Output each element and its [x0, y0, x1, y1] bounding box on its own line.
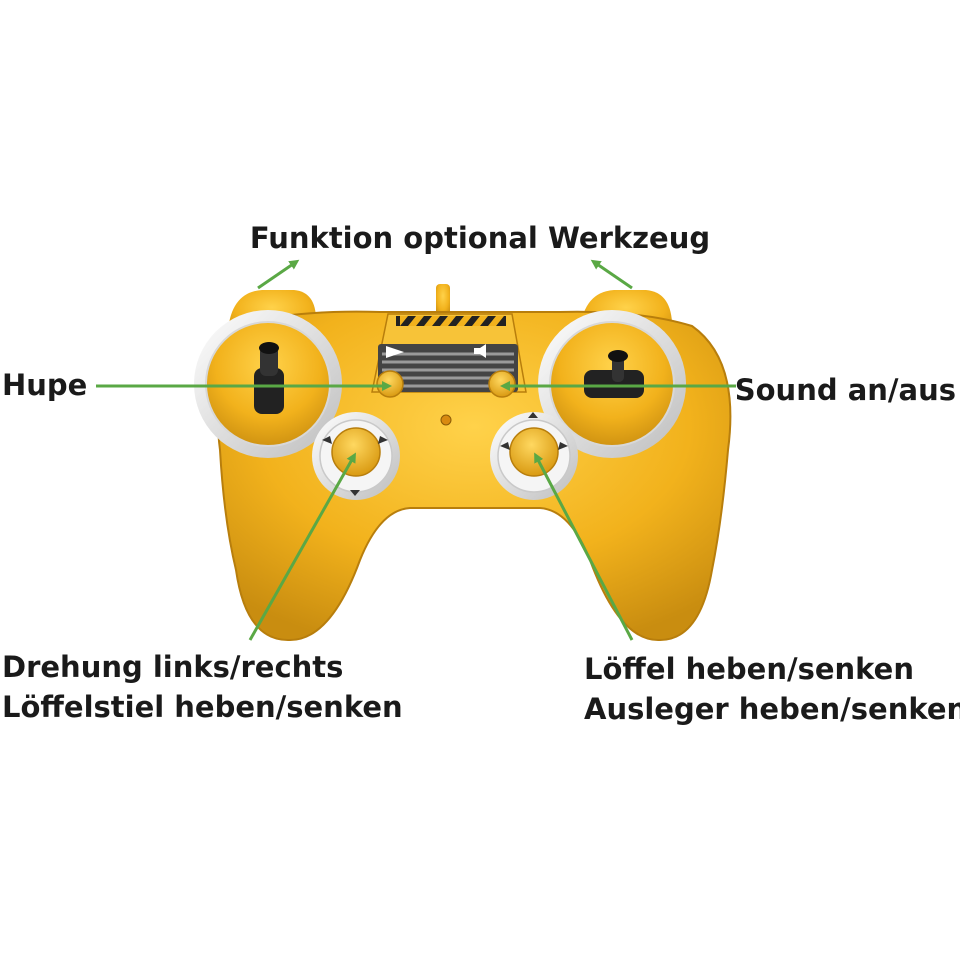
right-knob-icons: [500, 412, 568, 450]
right-control-knob[interactable]: [509, 427, 559, 477]
speaker-icon: [474, 344, 486, 358]
callout-top-left: [257, 259, 300, 290]
callout-bottom-right: [534, 452, 634, 641]
left-control-knob[interactable]: [331, 427, 381, 477]
right-joystick-base[interactable]: [584, 370, 644, 398]
status-led: [440, 414, 452, 426]
label-boom: Ausleger heben/senken: [584, 692, 960, 726]
horn-icon: [386, 346, 404, 358]
left-joystick-stick[interactable]: [260, 346, 278, 376]
antenna: [436, 284, 450, 318]
callout-top-right: [590, 259, 633, 290]
label-function-tool: Funktion optional Werkzeug: [249, 221, 711, 255]
label-dipper: Löffelstiel heben/senken: [2, 690, 403, 724]
sound-button[interactable]: [488, 370, 516, 398]
horn-button[interactable]: [376, 370, 404, 398]
callout-bottom-left: [248, 452, 356, 641]
left-knob-icons: [322, 436, 388, 496]
label-sound: Sound an/aus: [734, 373, 956, 407]
label-horn: Hupe: [2, 368, 88, 402]
label-bucket: Löffel heben/senken: [584, 652, 914, 686]
left-joystick-base[interactable]: [254, 368, 284, 414]
label-rotation: Drehung links/rechts: [2, 650, 344, 684]
